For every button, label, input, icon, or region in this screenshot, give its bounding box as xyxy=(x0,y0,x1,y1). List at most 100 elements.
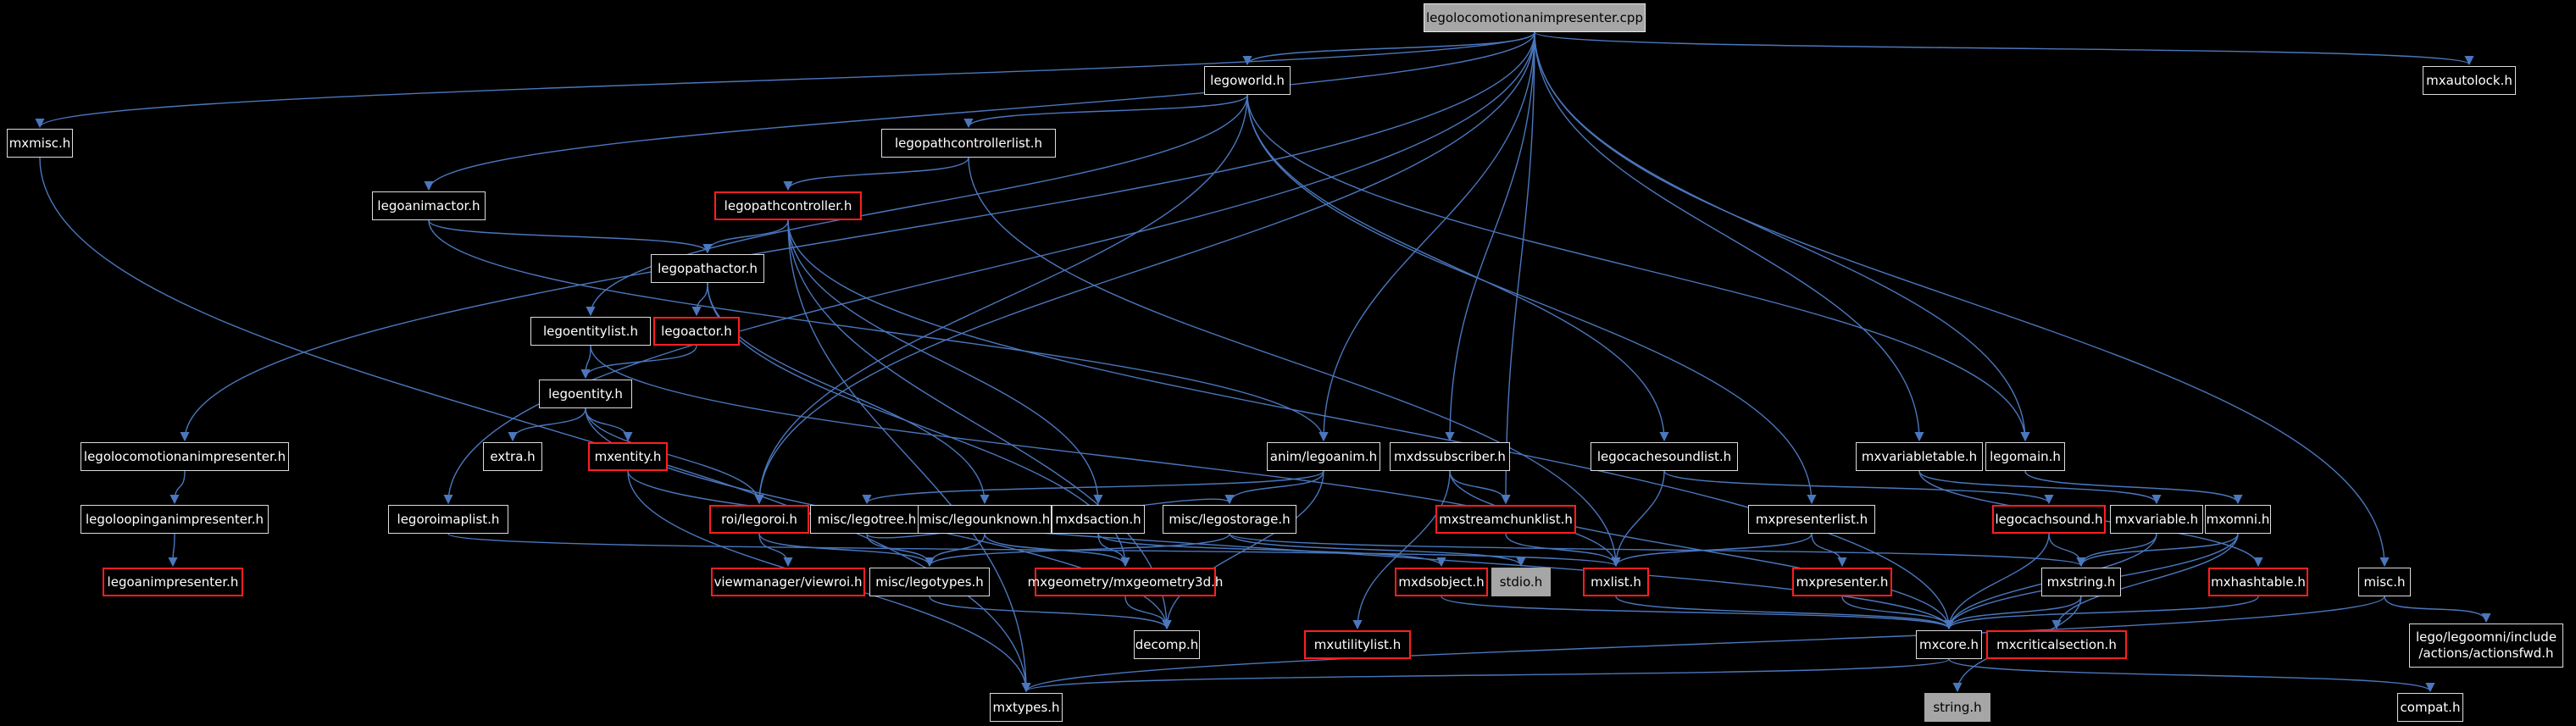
include-edge-legoentity-to-legoroi xyxy=(585,407,764,505)
graph-node-legopathactor[interactable]: legopathactor.h xyxy=(651,254,764,283)
include-edge-legounknown-to-mxgeometry3d xyxy=(984,533,1130,568)
include-edge-lpcl-to-legopathcontroller xyxy=(783,157,969,191)
graph-node-legocachsound[interactable]: legocachsound.h xyxy=(1992,505,2106,534)
graph-node-legoworld[interactable]: legoworld.h xyxy=(1204,66,1291,95)
include-edge-mxlist-to-mxcore xyxy=(1615,596,1954,630)
graph-node-mxomni[interactable]: mxomni.h xyxy=(2205,505,2271,534)
graph-node-label: mxmisc.h xyxy=(8,135,71,151)
graph-node-mxpresenterlist[interactable]: mxpresenterlist.h xyxy=(1748,505,1875,534)
graph-node-legoroi[interactable]: roi/legoroi.h xyxy=(709,505,809,534)
graph-node-label: mxvariable.h xyxy=(2114,511,2199,527)
include-edge-mxstring-to-mxcore xyxy=(1944,596,2082,630)
graph-node-label: legopathcontroller.h xyxy=(724,197,852,213)
graph-node-legoentitylist[interactable]: legoentitylist.h xyxy=(530,317,651,346)
graph-node-mxvariable[interactable]: mxvariable.h xyxy=(2110,505,2203,534)
graph-node-misc[interactable]: misc.h xyxy=(2358,568,2411,596)
graph-node-mxpresenter[interactable]: mxpresenter.h xyxy=(1792,568,1892,596)
graph-node-label: legoloopinganimpresenter.h xyxy=(85,511,264,527)
graph-node-legomain[interactable]: legomain.h xyxy=(1985,442,2065,471)
include-edge-mxvariabletable-to-mxvariable xyxy=(1918,470,2162,505)
include-edge-cpp-to-llap_h xyxy=(180,31,1535,442)
graph-node-mxutilitylist[interactable]: mxutilitylist.h xyxy=(1304,630,1411,659)
graph-node-mxlist[interactable]: mxlist.h xyxy=(1583,568,1649,596)
include-edge-legoentity-to-mxentity xyxy=(585,407,633,442)
graph-node-decomp[interactable]: decomp.h xyxy=(1134,630,1200,659)
graph-node-mxdssubscriber[interactable]: mxdssubscriber.h xyxy=(1390,442,1510,471)
include-edge-legoroimaplist-to-mxlist xyxy=(447,533,1621,568)
include-edge-lcsl-to-mxlist xyxy=(1611,470,1665,568)
include-edge-lcsl-to-legocachsound xyxy=(1663,470,2054,505)
include-edge-legoworld-to-legoroi xyxy=(754,94,1248,505)
graph-node-label: stdio.h xyxy=(1499,574,1543,590)
graph-node-label: legomain.h xyxy=(1990,448,2061,464)
graph-node-label: legoanimactor.h xyxy=(377,197,480,213)
include-edge-legostorage-to-stdio xyxy=(1229,533,1526,568)
graph-node-legoanimactor[interactable]: legoanimactor.h xyxy=(372,191,486,220)
graph-node-legoanim[interactable]: anim/legoanim.h xyxy=(1267,442,1380,471)
graph-node-legoactor[interactable]: legoactor.h xyxy=(653,317,740,346)
graph-node-mxautolock[interactable]: mxautolock.h xyxy=(2423,66,2516,95)
graph-node-mxdsobject[interactable]: mxdsobject.h xyxy=(1395,568,1488,596)
include-edge-mxgeometry3d-to-decomp xyxy=(1124,596,1172,630)
graph-node-llap_h[interactable]: legolocomotionanimpresenter.h xyxy=(80,442,289,471)
graph-node-legoroimaplist[interactable]: legoroimaplist.h xyxy=(388,505,508,534)
graph-node-label: mxtypes.h xyxy=(992,699,1060,715)
include-edge-legoworld-to-legomain xyxy=(1246,94,2030,442)
graph-node-label: mxdsobject.h xyxy=(1398,574,1485,590)
graph-node-label: lego/legoomni/include xyxy=(2415,629,2557,646)
graph-node-legounknown[interactable]: misc/legounknown.h xyxy=(918,505,1052,534)
graph-node-mxstreamchunklist[interactable]: mxstreamchunklist.h xyxy=(1435,505,1576,534)
graph-node-lpcl[interactable]: legopathcontrollerlist.h xyxy=(881,129,1056,158)
include-edge-legoactor-to-legoentity xyxy=(580,345,697,380)
graph-node-mxmisc[interactable]: mxmisc.h xyxy=(7,129,73,158)
graph-node-legoanimpresenter[interactable]: legoanimpresenter.h xyxy=(103,568,243,596)
graph-node-mxgeometry3d[interactable]: mxgeometry/mxgeometry3d.h xyxy=(1028,568,1223,596)
include-edge-legotypes-to-decomp xyxy=(929,596,1172,630)
include-edge-mxdssubscriber-to-mxstreamchunklist xyxy=(1449,470,1511,505)
graph-node-compat[interactable]: compat.h xyxy=(2397,693,2463,722)
graph-node-label: misc/legotypes.h xyxy=(875,574,984,590)
graph-node-viewroi[interactable]: viewmanager/viewroi.h xyxy=(711,568,865,596)
include-edge-mxpresenterlist-to-mxlist xyxy=(1611,533,1813,568)
graph-node-label: misc/legostorage.h xyxy=(1169,511,1291,527)
graph-node-mxentity[interactable]: mxentity.h xyxy=(588,442,668,471)
include-edge-mxhashtable-to-mxcore xyxy=(1944,596,2259,630)
graph-node-legotypes[interactable]: misc/legotypes.h xyxy=(869,568,990,596)
include-edge-legostorage-to-mxstring xyxy=(1229,533,2086,568)
graph-node-legopathcontroller[interactable]: legopathcontroller.h xyxy=(714,191,862,220)
graph-node-legostorage[interactable]: misc/legostorage.h xyxy=(1163,505,1296,534)
graph-node-lcsl[interactable]: legocachesoundlist.h xyxy=(1591,442,1738,471)
graph-node-label: legopathcontrollerlist.h xyxy=(894,135,1043,151)
include-edge-mxpresenterlist-to-mxpresenter xyxy=(1811,533,1847,568)
graph-node-mxcriticalsection[interactable]: mxcriticalsection.h xyxy=(1986,630,2127,659)
graph-node-label: legopathactor.h xyxy=(658,260,758,276)
include-edge-mxcore-to-compat xyxy=(1948,658,2435,693)
graph-node-legoentity[interactable]: legoentity.h xyxy=(539,380,632,408)
include-edge-mxomni-to-mxstring xyxy=(2076,533,2239,568)
graph-node-cpp[interactable]: legolocomotionanimpresenter.cpp xyxy=(1424,3,1646,32)
graph-node-llap2[interactable]: legoloopinganimpresenter.h xyxy=(80,505,269,534)
graph-node-mxdsaction[interactable]: mxdsaction.h xyxy=(1052,505,1145,534)
graph-node-mxstring[interactable]: mxstring.h xyxy=(2041,568,2121,596)
include-edge-legopathactor-to-legoactor xyxy=(691,282,708,317)
include-edge-legoanim-to-legotree xyxy=(862,470,1324,505)
graph-node-mxvariabletable[interactable]: mxvariabletable.h xyxy=(1856,442,1983,471)
include-edge-mxdsaction-to-mxgeometry3d xyxy=(1097,533,1130,568)
graph-node-label: viewmanager/viewroi.h xyxy=(713,574,863,590)
include-edge-legopathcontroller-to-mxdsaction xyxy=(787,219,1103,505)
graph-node-actionsfwd[interactable]: lego/legoomni/include/actions/actionsfwd… xyxy=(2409,623,2563,668)
graph-node-mxtypes[interactable]: mxtypes.h xyxy=(990,693,1063,722)
graph-node-label: misc.h xyxy=(2363,574,2406,590)
graph-node-mxhashtable[interactable]: mxhashtable.h xyxy=(2208,568,2308,596)
include-edge-cpp-to-legomain xyxy=(1534,31,2030,442)
graph-node-label: mxhashtable.h xyxy=(2211,574,2306,590)
graph-node-label: compat.h xyxy=(2400,699,2461,715)
include-edge-legopathcontroller-to-decomp xyxy=(787,219,1172,630)
graph-node-legotree[interactable]: misc/legotree.h xyxy=(810,505,924,534)
graph-node-mxcore[interactable]: mxcore.h xyxy=(1916,630,1982,659)
graph-node-string: string.h xyxy=(1924,693,1990,722)
graph-node-label: mxlist.h xyxy=(1591,574,1641,590)
graph-node-extra[interactable]: extra.h xyxy=(483,442,542,471)
include-edge-llap_h-to-llap2 xyxy=(169,470,186,505)
include-edge-legoentity-to-extra xyxy=(508,407,586,442)
